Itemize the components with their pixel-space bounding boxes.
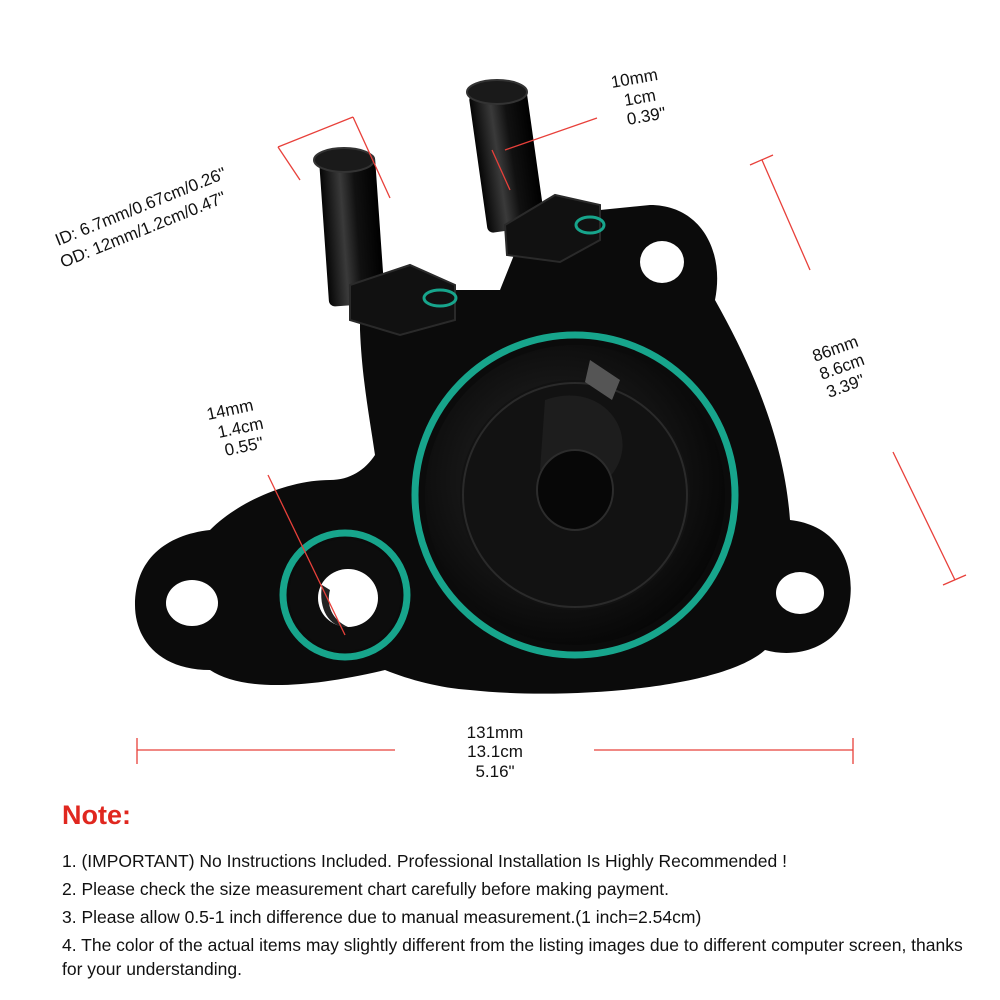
pcv-valve-body — [135, 79, 851, 694]
small-port-hole — [318, 569, 378, 627]
small-port-oring — [279, 529, 411, 661]
left-hose-nipple — [313, 147, 458, 337]
mount-hole-top — [640, 241, 684, 283]
note-title: Note: — [62, 800, 131, 830]
note-item-3: 3. Please allow 0.5-1 inch difference du… — [62, 907, 702, 927]
mount-hole-left — [166, 580, 218, 626]
right-hose-nipple — [466, 79, 606, 264]
product-figure: ID: 6.7mm/0.67cm/0.26" OD: 12mm/1.2cm/0.… — [52, 65, 967, 781]
dimension-top-nipple: 10mm 1cm 0.39" — [491, 65, 667, 191]
width-in: 5.16" — [475, 762, 514, 781]
width-cm: 13.1cm — [467, 742, 523, 761]
note-item-4: 4. The color of the actual items may sli… — [62, 935, 963, 979]
main-oring — [411, 331, 739, 659]
width-mm: 131mm — [467, 723, 524, 742]
note-item-1: 1. (IMPORTANT) No Instructions Included.… — [62, 851, 787, 871]
note-section: Note: 1. (IMPORTANT) No Instructions Inc… — [62, 800, 972, 985]
mount-hole-right — [776, 572, 824, 614]
note-item-2: 2. Please check the size measurement cha… — [62, 879, 669, 899]
dimension-width: 131mm 13.1cm 5.16" — [136, 723, 854, 781]
center-plug — [536, 449, 614, 531]
